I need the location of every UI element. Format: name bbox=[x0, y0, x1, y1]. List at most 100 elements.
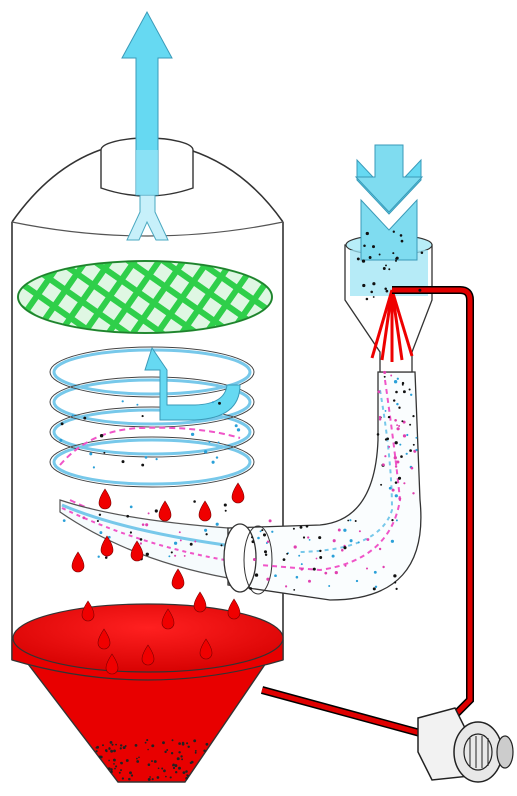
particle bbox=[269, 519, 272, 522]
sludge-particle bbox=[173, 767, 175, 769]
droplet bbox=[72, 552, 84, 572]
particle bbox=[366, 232, 369, 235]
particle bbox=[396, 257, 399, 260]
particle bbox=[179, 531, 181, 533]
sludge-particle bbox=[100, 756, 103, 759]
particle bbox=[249, 587, 252, 590]
elbow-flange bbox=[224, 524, 256, 592]
particle bbox=[146, 553, 149, 556]
sludge-particle bbox=[185, 777, 188, 780]
droplet bbox=[232, 483, 244, 503]
particle bbox=[396, 460, 399, 463]
particle bbox=[328, 585, 330, 587]
particle bbox=[385, 264, 387, 266]
particle bbox=[296, 576, 299, 579]
particle bbox=[264, 550, 267, 553]
particle bbox=[308, 580, 311, 583]
sludge-particle bbox=[164, 751, 166, 753]
particle bbox=[400, 234, 403, 237]
particle bbox=[375, 586, 377, 588]
particle bbox=[386, 290, 389, 293]
particle bbox=[384, 376, 386, 378]
sludge-particle bbox=[145, 742, 147, 744]
sludge-particle bbox=[110, 741, 113, 744]
droplet bbox=[194, 592, 206, 612]
sludge-particle bbox=[136, 760, 139, 763]
particle bbox=[89, 452, 92, 455]
particle bbox=[283, 558, 286, 561]
particle bbox=[377, 433, 380, 436]
particle bbox=[252, 540, 255, 543]
particle bbox=[341, 549, 344, 552]
particle bbox=[403, 434, 406, 437]
particle bbox=[205, 533, 207, 535]
sludge-particle bbox=[187, 746, 189, 748]
particle bbox=[373, 296, 375, 298]
particle bbox=[395, 588, 397, 590]
particle bbox=[316, 558, 318, 560]
particle bbox=[366, 538, 369, 541]
particle bbox=[130, 531, 132, 533]
particle bbox=[190, 543, 193, 546]
particle bbox=[372, 282, 375, 285]
particle bbox=[218, 402, 221, 405]
sludge-particle bbox=[148, 763, 151, 766]
demister-mesh-pad bbox=[18, 261, 272, 333]
particle bbox=[300, 526, 303, 529]
particle bbox=[105, 556, 108, 559]
particle bbox=[261, 529, 263, 531]
sludge-particle bbox=[110, 770, 113, 773]
sludge-particle bbox=[114, 768, 116, 770]
particle bbox=[393, 231, 395, 233]
sludge-particle bbox=[172, 739, 174, 741]
particle bbox=[383, 371, 386, 374]
particle bbox=[145, 456, 148, 459]
particle bbox=[395, 465, 397, 467]
sludge-particle bbox=[174, 764, 177, 767]
particle bbox=[391, 519, 393, 521]
particle bbox=[307, 536, 309, 538]
sludge-particle bbox=[177, 757, 180, 760]
particle bbox=[59, 439, 62, 442]
particle bbox=[406, 453, 408, 455]
particle bbox=[216, 456, 218, 458]
sludge-particle bbox=[120, 762, 122, 764]
particle bbox=[384, 287, 387, 290]
particle bbox=[271, 531, 273, 533]
particle bbox=[83, 417, 86, 420]
particle bbox=[318, 536, 321, 539]
sludge-particle bbox=[178, 751, 180, 753]
sludge-particle bbox=[181, 758, 183, 760]
droplet bbox=[82, 601, 94, 621]
sludge-particle bbox=[186, 742, 188, 744]
sludge-particle bbox=[152, 778, 154, 780]
particle bbox=[350, 539, 353, 542]
sludge-particle bbox=[129, 771, 132, 774]
sludge-particle bbox=[183, 771, 186, 774]
particle bbox=[204, 529, 207, 532]
sludge-particle bbox=[120, 769, 122, 771]
droplet bbox=[159, 501, 171, 521]
particle bbox=[309, 539, 311, 541]
particle bbox=[63, 519, 66, 522]
particle bbox=[395, 391, 398, 394]
particle bbox=[333, 539, 336, 542]
recirculation-pump bbox=[418, 708, 513, 782]
particle bbox=[99, 531, 102, 534]
sludge-particle bbox=[151, 744, 154, 747]
sludge-particle bbox=[175, 771, 177, 773]
sludge-particle bbox=[170, 776, 172, 778]
particle bbox=[366, 298, 369, 301]
particle bbox=[355, 520, 357, 522]
sludge-particle bbox=[158, 767, 160, 769]
particle bbox=[382, 566, 384, 568]
particle bbox=[93, 466, 95, 468]
particle bbox=[319, 556, 322, 559]
sludge-particle bbox=[113, 750, 116, 753]
particle bbox=[379, 254, 381, 256]
particle bbox=[378, 390, 381, 393]
particle bbox=[347, 520, 349, 522]
sludge-particle bbox=[161, 768, 163, 770]
sludge-particle bbox=[165, 776, 167, 778]
